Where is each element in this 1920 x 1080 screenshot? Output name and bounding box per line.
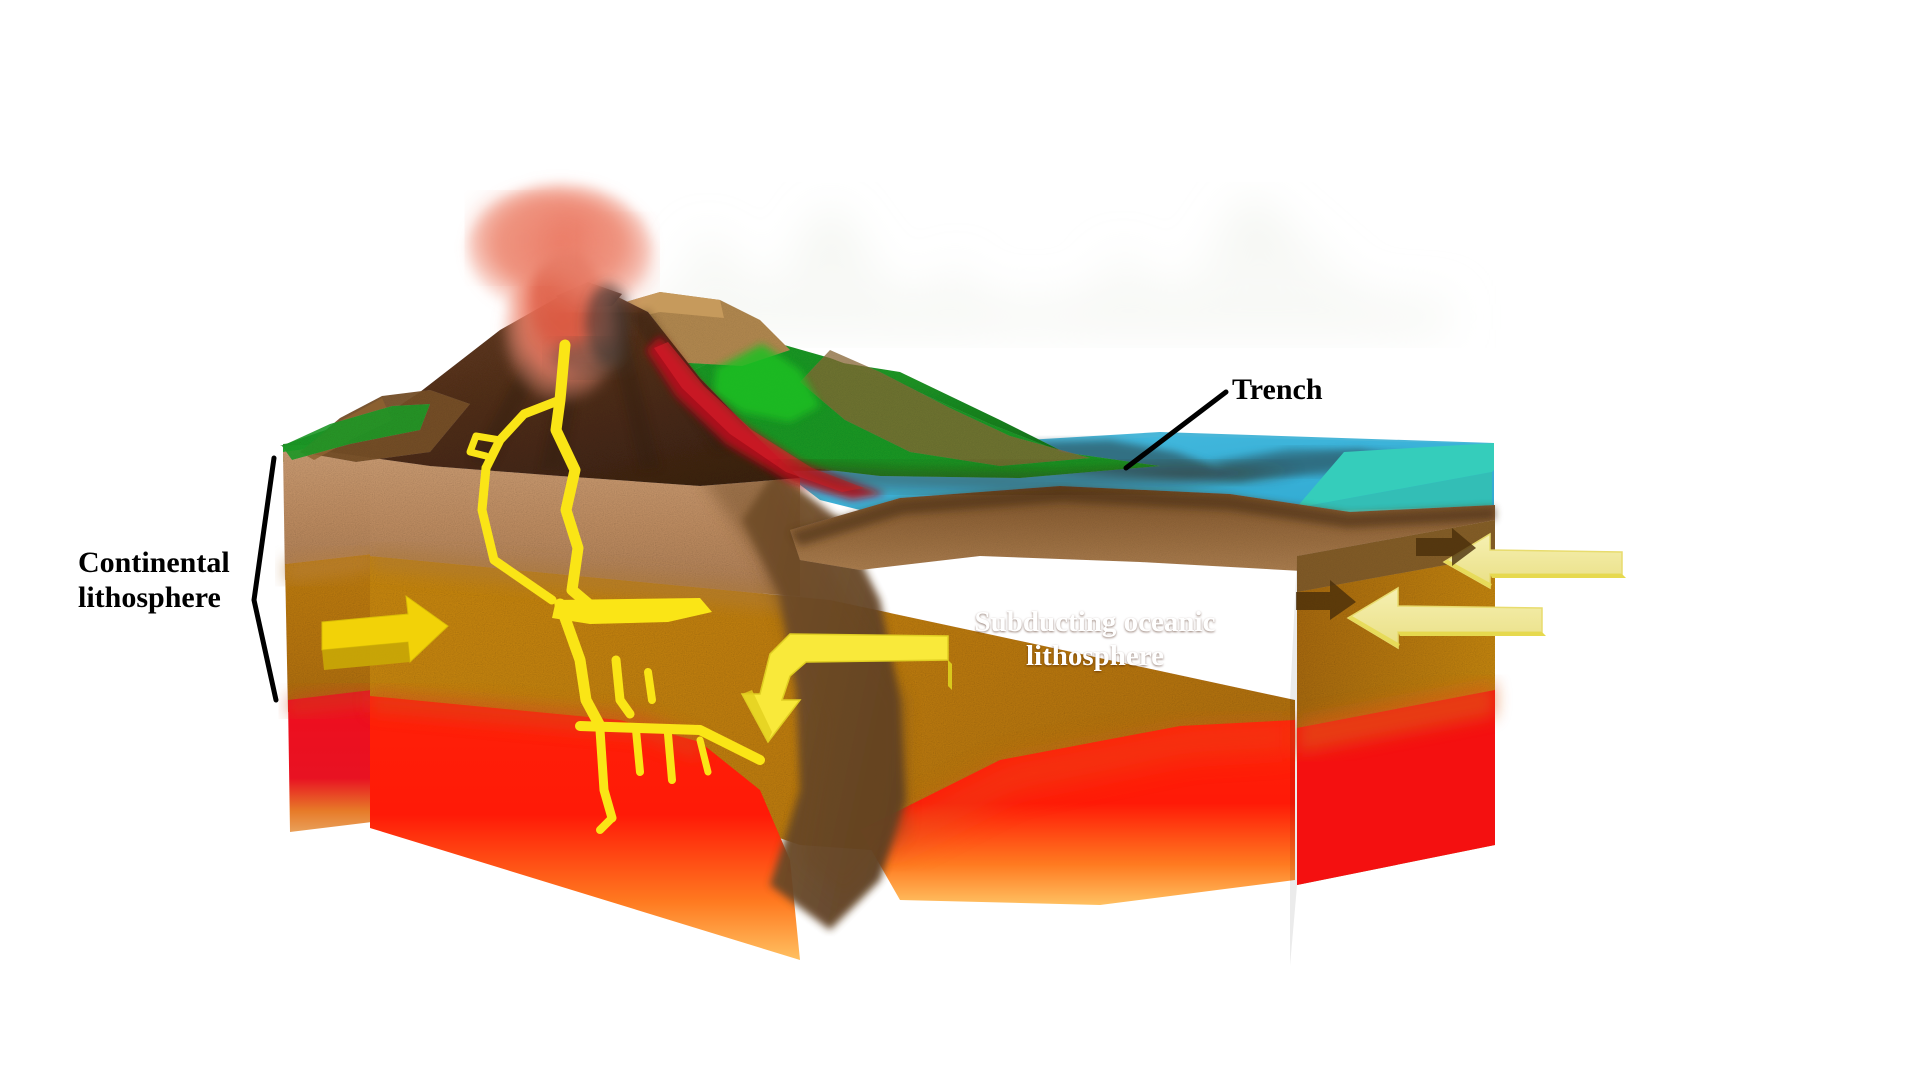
label-subducting-oceanic-lithosphere: Subducting oceanic lithosphere (945, 605, 1245, 673)
label-trench: Trench (1232, 373, 1323, 406)
continental-bracket-line (251, 455, 279, 703)
label-continental-lithosphere: Continental lithosphere (78, 545, 288, 616)
oceanic-plate-arrow-upper (1442, 532, 1626, 590)
oceanic-plate-top (790, 486, 1495, 572)
embedded-shadow-arrows (1296, 528, 1476, 620)
label-continental-line2: lithosphere (78, 581, 221, 615)
trench-pointer-line (1123, 389, 1229, 471)
block-front-right-corner (1290, 556, 1297, 966)
continental-motion-arrow (321, 594, 449, 670)
label-subducting-line1: Subducting oceanic (974, 606, 1216, 638)
background-clouds (640, 196, 1450, 334)
volcano-eruption-plume (468, 184, 652, 402)
label-continental-line1: Continental (78, 546, 230, 579)
label-subducting-line2: lithosphere (1025, 640, 1165, 673)
magma-conduit-network (466, 339, 765, 834)
subducting-slab (700, 468, 905, 930)
oceanic-plate-arrow-lower (1346, 586, 1546, 650)
subducting-slab-arrow (740, 633, 952, 744)
